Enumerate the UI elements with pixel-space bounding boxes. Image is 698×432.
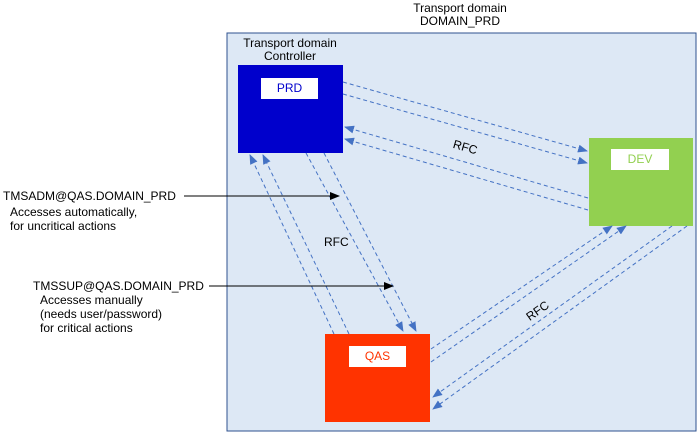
- domain-title-line2: DOMAIN_PRD: [419, 14, 500, 28]
- rfc-arrow-dev-to-prd-2: [344, 137, 589, 211]
- controller-caption-line1: Transport domain: [243, 36, 337, 50]
- rfc-arrow-qas-to-prd-1: [262, 154, 350, 335]
- rfc-arrow-prd-to-qas-1: [323, 152, 417, 332]
- rfc-arrow-prd-to-dev-1: [342, 81, 588, 153]
- rfc-label-prd-qas: RFC: [324, 235, 349, 249]
- dev-node-label: DEV: [611, 149, 669, 170]
- qas-node-label: QAS: [349, 346, 406, 367]
- controller-caption-line2: Controller: [263, 49, 317, 63]
- rfc-arrow-dev-to-qas-2: [432, 225, 688, 410]
- rfc-arrow-qas-to-dev-1: [430, 225, 613, 350]
- tmssup-description-line2: (needs user/password): [40, 307, 163, 321]
- prd-node-label: PRD: [261, 78, 318, 99]
- tmssup-description-line3: for critical actions: [40, 321, 133, 335]
- domain-title-line1: Transport domain: [413, 1, 507, 15]
- tmsadm-description-line1: Accesses automatically,: [10, 205, 138, 219]
- tmsadm-description-line2: for uncritical actions: [10, 219, 117, 233]
- rfc-arrow-prd-to-qas-2: [305, 152, 404, 332]
- rfc-arrow-dev-to-prd-1: [344, 125, 589, 199]
- rfc-arrow-qas-to-prd-2: [249, 154, 335, 335]
- rfc-arrow-prd-to-dev-2: [342, 93, 588, 165]
- rfc-arrow-qas-to-dev-2: [430, 225, 627, 363]
- tmssup-user-name: TMSSUP@QAS.DOMAIN_PRD: [33, 279, 204, 293]
- tmssup-description-line1: Accesses manually: [40, 293, 143, 307]
- tmsadm-user-name: TMSADM@QAS.DOMAIN_PRD: [3, 189, 176, 203]
